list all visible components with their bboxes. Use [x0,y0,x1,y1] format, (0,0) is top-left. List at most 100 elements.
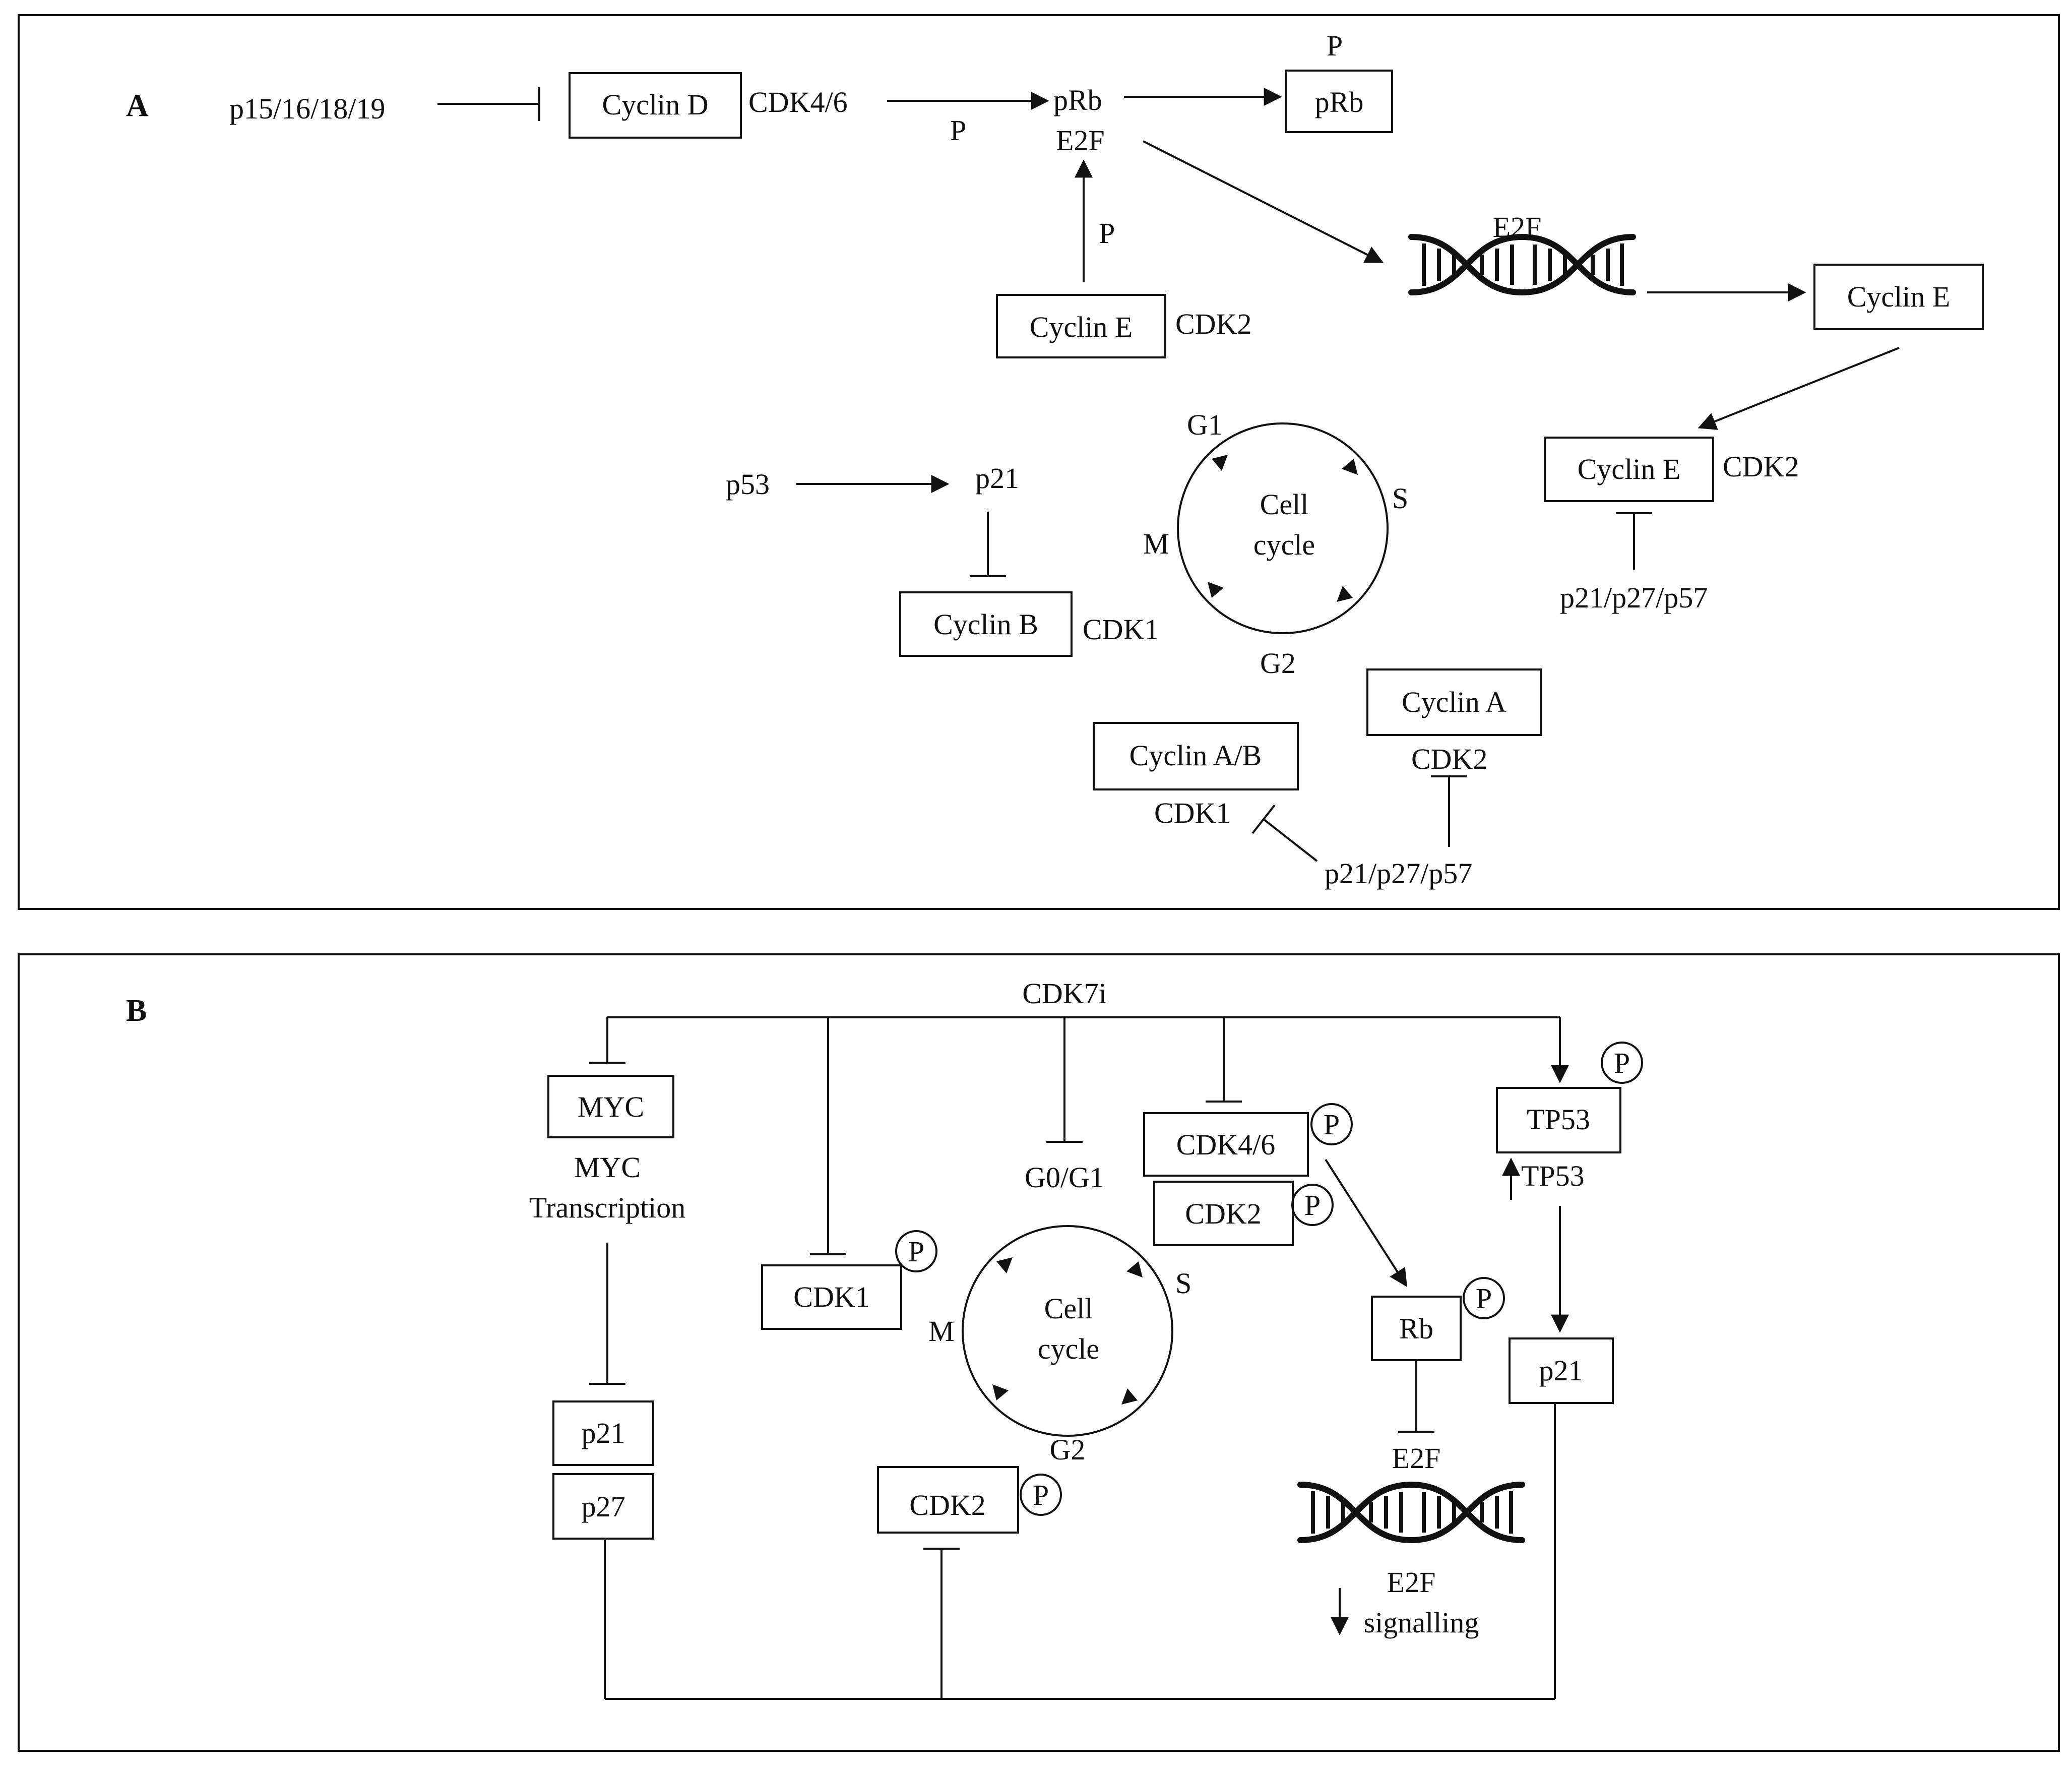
cdk2-top-box [1153,1181,1294,1246]
cyclin-d-box [569,72,742,139]
inhibitor-p15-16-18-19: p15/16/18/19 [229,92,385,125]
cyclin-b-label: Cyclin B [933,608,1038,641]
cyclin-e-left-label: Cyclin E [1030,311,1133,343]
cdk2-bottom-label: CDK2 [909,1489,985,1521]
phospho-p-cdk1: P [908,1235,924,1268]
panel-a-labels: A p15/16/18/19 Cyclin D CDK4/6 P pRb E2F… [126,29,1950,890]
inhibitor-p21-p27-p57-bottom: p21/p27/p57 [1325,857,1472,890]
cell-cycle-b-arrows [992,1257,1143,1405]
cycle-b-arrow-g2-m [992,1384,1009,1400]
cycle-a-arrow-s-g2 [1337,586,1353,602]
phospho-circle-cdk46 [1310,1103,1353,1145]
cyclin-b-box [899,591,1073,657]
myc-transcription-line1: MYC [574,1151,641,1184]
e2f-signalling-line1: E2F [1387,1566,1436,1599]
cyclin-d-label: Cyclin D [602,88,708,121]
phase-g1-a: G1 [1187,408,1223,441]
panel-b-labels: B CDK7i MYC MYC Transcription p21 p27 CD… [126,977,1630,1639]
arrow-e2f-dna [1143,140,1384,263]
phospho-circle-cdk2-top [1291,1184,1334,1226]
prb-label: pRb [1053,84,1102,116]
e2f-label: E2F [1056,124,1105,157]
phase-g2-b: G2 [1050,1433,1086,1466]
cdk2-top-label: CDK2 [1185,1197,1261,1230]
cdk1-b-label: CDK1 [793,1280,869,1313]
e2f-dna-label: E2F [1493,211,1542,243]
phospho-p-tp53: P [1614,1047,1630,1079]
prb-box [1285,70,1393,133]
rb-label: Rb [1399,1312,1433,1345]
p21-left-label: p21 [582,1417,625,1449]
cyclin-e-mid-box [1544,437,1714,502]
cell-cycle-a-circle [1177,422,1389,634]
cycle-b-arrow-s-g2 [1121,1388,1138,1405]
tp53-box-label: TP53 [1527,1103,1590,1136]
phospho-p-cdk2-top: P [1304,1189,1321,1222]
cdk46-b-label: CDK4/6 [1176,1128,1276,1161]
cyclin-e-right-label: Cyclin E [1847,280,1951,313]
p53-label: p53 [726,468,770,501]
cdk2-left-label: CDK2 [1175,308,1251,340]
cyclin-a-box [1366,668,1542,736]
cycle-a-arrow-g2-m [1208,582,1224,598]
phospho-p-2: P [1099,217,1115,250]
panel-a-letter: A [126,89,149,123]
phospho-circle-rb [1463,1277,1505,1319]
cyclin-ab-label: Cyclin A/B [1129,739,1262,772]
cyclin-a-label: Cyclin A [1402,686,1506,718]
cell-cycle-b [962,1225,1173,1437]
phospho-p-cdk46: P [1324,1108,1340,1141]
prb-box-label: pRb [1315,86,1364,118]
cdk2-bottom-box [877,1466,1019,1534]
cycle-a-arrow-g1-s [1342,459,1358,475]
cell-cycle-b-circle [962,1225,1173,1437]
cycle-b-arrow-m-g1 [996,1257,1013,1273]
inhibitor-p21-p27-p57-mid: p21/p27/p57 [1560,581,1708,614]
cell-cycle-a-arrows [1208,455,1358,602]
dna-helix-b-icon [1297,1481,1525,1544]
myc-box [547,1075,674,1138]
panel-a [18,14,2060,910]
phase-g0g1-b: G0/G1 [1025,1161,1104,1194]
cdk46-box [1143,1112,1309,1177]
p27-label: p27 [582,1490,625,1523]
cdk46-label: CDK4/6 [748,86,848,118]
rb-box [1371,1296,1462,1361]
cdk2-a-label: CDK2 [1411,743,1487,775]
panel-a-frame [18,14,2060,910]
p21-left-box [552,1400,654,1466]
phase-s-b: S [1175,1267,1191,1300]
myc-transcription-line2: Transcription [529,1191,685,1224]
cycle-a-arrow-m-g1 [1212,455,1228,471]
panel-b-letter: B [126,994,147,1028]
arrow-cdk46-rb [1325,1158,1407,1288]
e2f-b-label: E2F [1392,1442,1441,1475]
panel-b [18,953,2060,1752]
cdk1-ab-label: CDK1 [1154,797,1230,829]
phase-m-a: M [1143,527,1169,560]
phospho-p-top: P [1327,29,1343,62]
p21-right-box [1509,1337,1614,1404]
phase-m-b: M [928,1315,955,1348]
inhibit-bar-cdk1-ab [1251,804,1276,834]
phospho-circle-cdk1 [895,1230,937,1272]
dna-helix-icon [1408,233,1636,296]
cell-cycle-b-line1: Cell [1044,1292,1093,1325]
cell-cycle-a-line1: Cell [1260,488,1309,521]
phase-g2-a: G2 [1260,647,1296,680]
p21-label: p21 [975,462,1019,495]
phospho-circle-tp53 [1601,1042,1643,1084]
inhibit-line-cdk1-ab [1263,818,1318,862]
tp53-box [1496,1087,1621,1153]
cdk1-box [761,1264,902,1330]
cyclin-e-left-box [996,294,1166,358]
tp53-up-label: TP53 [1521,1160,1585,1192]
panel-b-frame [18,953,2060,1752]
phospho-p-1: P [950,114,966,147]
cdk2-mid-label: CDK2 [1723,450,1799,483]
cyclin-ab-box [1093,722,1299,790]
cyclin-e-mid-label: Cyclin E [1578,453,1681,485]
e2f-signalling-line2: signalling [1364,1606,1479,1639]
